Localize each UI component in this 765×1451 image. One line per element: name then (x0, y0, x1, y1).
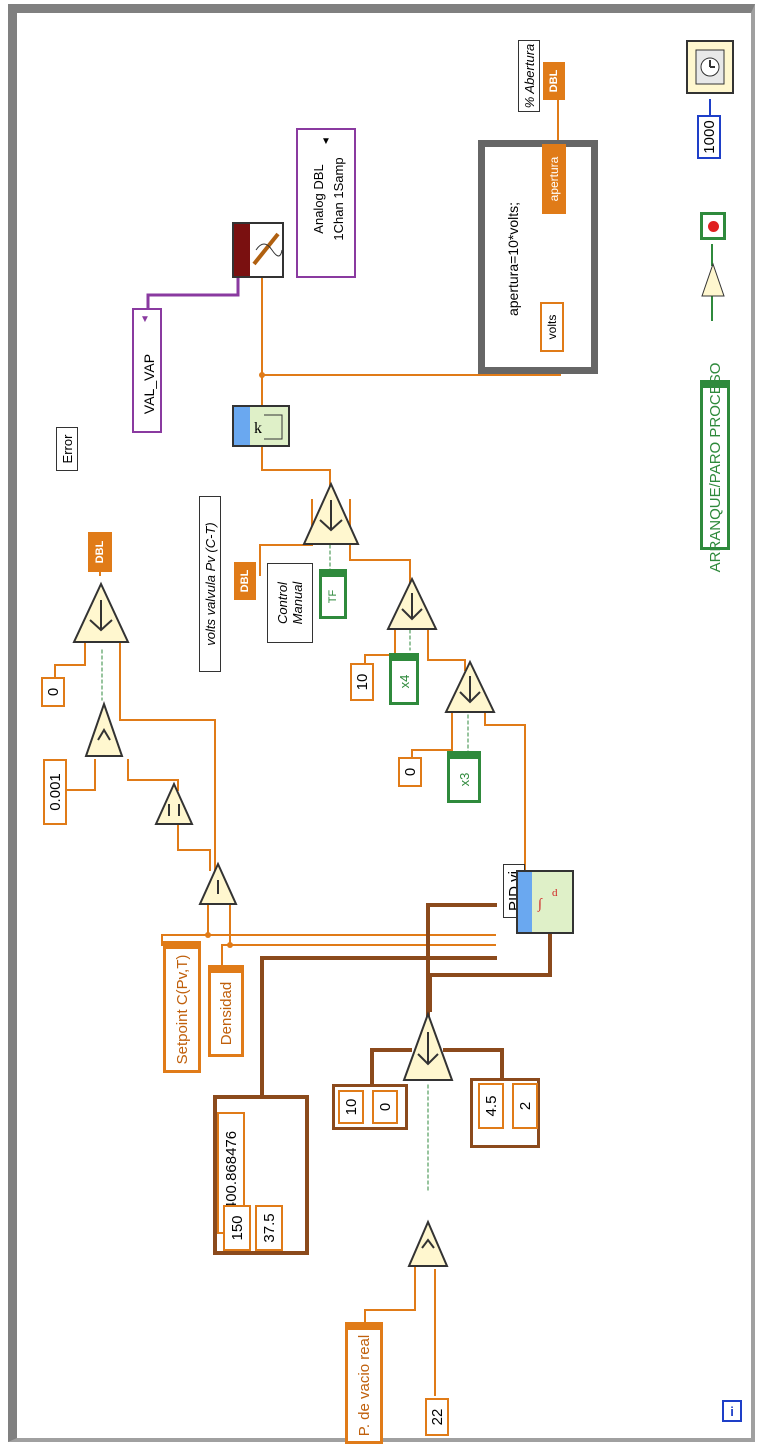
formula-output-apertura: apertura (542, 144, 566, 214)
pid-gains-cluster[interactable]: -400.868476 150 37.5 (213, 1095, 309, 1255)
greater-equal-icon (84, 700, 124, 757)
abertura-label: % Abertura (518, 40, 540, 112)
constant-0-b[interactable]: 0 (398, 757, 422, 787)
formula-node: apertura=10*volts; volts apertura (478, 140, 598, 374)
while-loop-frame (8, 4, 755, 1442)
not-gate-icon (701, 262, 725, 297)
pid-output-scale-icon[interactable]: k (232, 405, 290, 447)
greater-than-icon (407, 1219, 449, 1267)
constant-0001[interactable]: 0.001 (43, 759, 67, 825)
start-stop-control[interactable]: ARRANQUE/PARO PROCESO (700, 363, 730, 572)
volts-label: volts valvula Pv (C-T) (199, 496, 221, 672)
x3-input[interactable]: x3 (447, 751, 481, 803)
x4-input[interactable]: x4 (389, 653, 419, 705)
control-manual-label: Control Manual (267, 563, 313, 643)
cluster-constant-a[interactable]: 10 0 (332, 1084, 408, 1130)
volts-indicator: DBL (234, 562, 256, 600)
daqmx-write-icon[interactable] (232, 222, 284, 278)
select-function-cluster (402, 1011, 454, 1081)
formula-expression: apertura=10*volts; (505, 201, 521, 317)
formula-input-volts: volts (540, 302, 564, 352)
control-manual-input[interactable]: TF (319, 569, 347, 619)
vacuum-pressure-control[interactable]: P. de vacio real (345, 1322, 383, 1444)
dropdown-arrow-icon[interactable]: ▼ (321, 136, 331, 147)
select-function-error (72, 581, 130, 643)
constant-0-top[interactable]: 0 (41, 677, 65, 707)
wait-timer-icon[interactable] (686, 40, 734, 94)
abertura-indicator: DBL (543, 62, 565, 100)
error-indicator: DBL (88, 532, 112, 572)
select-function-2 (386, 576, 438, 630)
wait-ms-constant[interactable]: 1000 (697, 115, 721, 159)
select-function-1 (302, 481, 360, 545)
setpoint-control[interactable]: Setpoint C(Pv,T) (163, 941, 201, 1073)
dropdown-arrow-icon[interactable]: ▼ (140, 314, 150, 325)
densidad-control[interactable]: Densidad (208, 965, 244, 1057)
iteration-terminal: i (722, 1400, 742, 1422)
error-label: Error (56, 427, 78, 471)
cluster-constant-b[interactable]: 4.5 2 (470, 1078, 540, 1148)
constant-10-a[interactable]: 10 (350, 663, 374, 701)
analog-dbl-selector[interactable]: Analog DBL 1Chan 1Samp ▼ (296, 128, 356, 278)
stop-terminal (700, 212, 726, 240)
absolute-value-icon (154, 781, 194, 825)
pid-vi-icon[interactable]: ∫d (516, 870, 574, 934)
constant-22[interactable]: 22 (425, 1398, 449, 1436)
svg-text:∫: ∫ (537, 897, 543, 912)
stop-icon (708, 221, 719, 232)
svg-text:k: k (254, 420, 262, 437)
select-function-3 (444, 659, 496, 713)
subtract-icon (198, 861, 238, 905)
val-vap-task-constant[interactable]: VAL_VAP ▼ (132, 308, 162, 433)
svg-text:d: d (552, 887, 558, 899)
